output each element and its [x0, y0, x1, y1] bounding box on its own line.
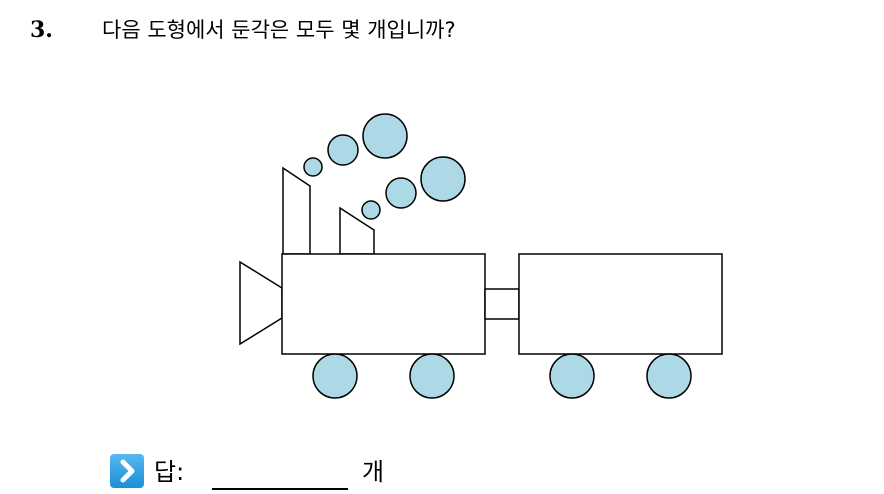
tall-chimney: [282, 166, 311, 255]
wheel: [646, 353, 692, 399]
carriage-body: [518, 253, 723, 355]
answer-blank[interactable]: [212, 488, 348, 490]
wheel: [409, 353, 455, 399]
smoke-circle: [420, 156, 466, 202]
smoke-circle: [327, 134, 359, 166]
train-figure: [239, 113, 723, 399]
train-front-cone: [239, 260, 283, 346]
question-text: 다음 도형에서 둔각은 모두 몇 개입니까?: [102, 18, 456, 42]
answer-label: 답:: [154, 458, 185, 486]
chevron-right-icon: [110, 454, 144, 488]
wheel: [312, 353, 358, 399]
engine-body: [281, 253, 486, 355]
question-number: 3.: [30, 17, 53, 43]
smoke-circle: [303, 157, 323, 177]
smoke-circle: [361, 200, 381, 220]
answer-unit: 개: [362, 458, 385, 486]
wheel: [549, 353, 595, 399]
coupling: [484, 288, 520, 320]
smoke-circle: [362, 113, 408, 159]
smoke-circle: [385, 177, 417, 209]
